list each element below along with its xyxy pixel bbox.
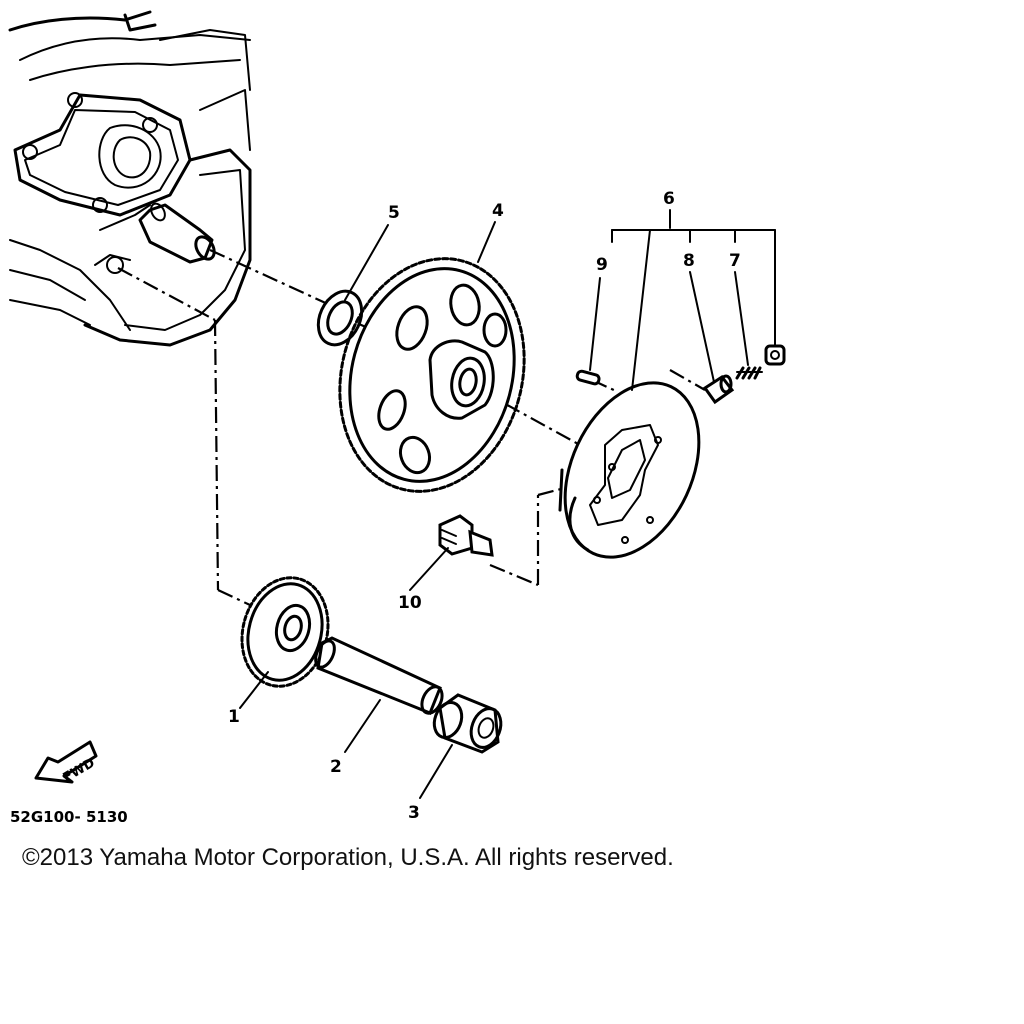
starter-clutch-part-6 xyxy=(558,381,701,559)
callout-8: 8 xyxy=(683,251,695,271)
callout-5: 5 xyxy=(388,203,400,223)
diagram-code: 52G100- 5130 xyxy=(10,808,128,826)
callout-1: 1 xyxy=(228,707,240,727)
callout-numbers: 1 2 3 4 5 6 7 8 9 10 xyxy=(228,189,741,823)
shaft-part-2 xyxy=(314,636,444,715)
pin-part-9 xyxy=(575,369,601,386)
callout-9: 9 xyxy=(596,255,608,275)
callout-3: 3 xyxy=(408,803,420,823)
spring-part-7 xyxy=(735,366,763,380)
collar-part-3 xyxy=(432,693,503,754)
engine-crankcase xyxy=(8,10,252,347)
callout-4: 4 xyxy=(492,201,504,221)
plunger-part-8 xyxy=(702,374,735,405)
bolt-part-10 xyxy=(438,514,494,557)
callout-7: 7 xyxy=(729,251,741,271)
callout-2: 2 xyxy=(330,757,342,777)
forward-label: FWD xyxy=(61,756,98,786)
large-gear-part-4 xyxy=(338,257,526,493)
callout-6: 6 xyxy=(663,189,675,209)
forward-arrow-icon: FWD xyxy=(34,740,98,786)
cap-part xyxy=(764,344,786,366)
leader-lines xyxy=(239,209,776,799)
callout-10: 10 xyxy=(398,593,422,613)
small-gear-part-1 xyxy=(240,576,330,688)
copyright-notice: ©2013 Yamaha Motor Corporation, U.S.A. A… xyxy=(22,844,674,871)
